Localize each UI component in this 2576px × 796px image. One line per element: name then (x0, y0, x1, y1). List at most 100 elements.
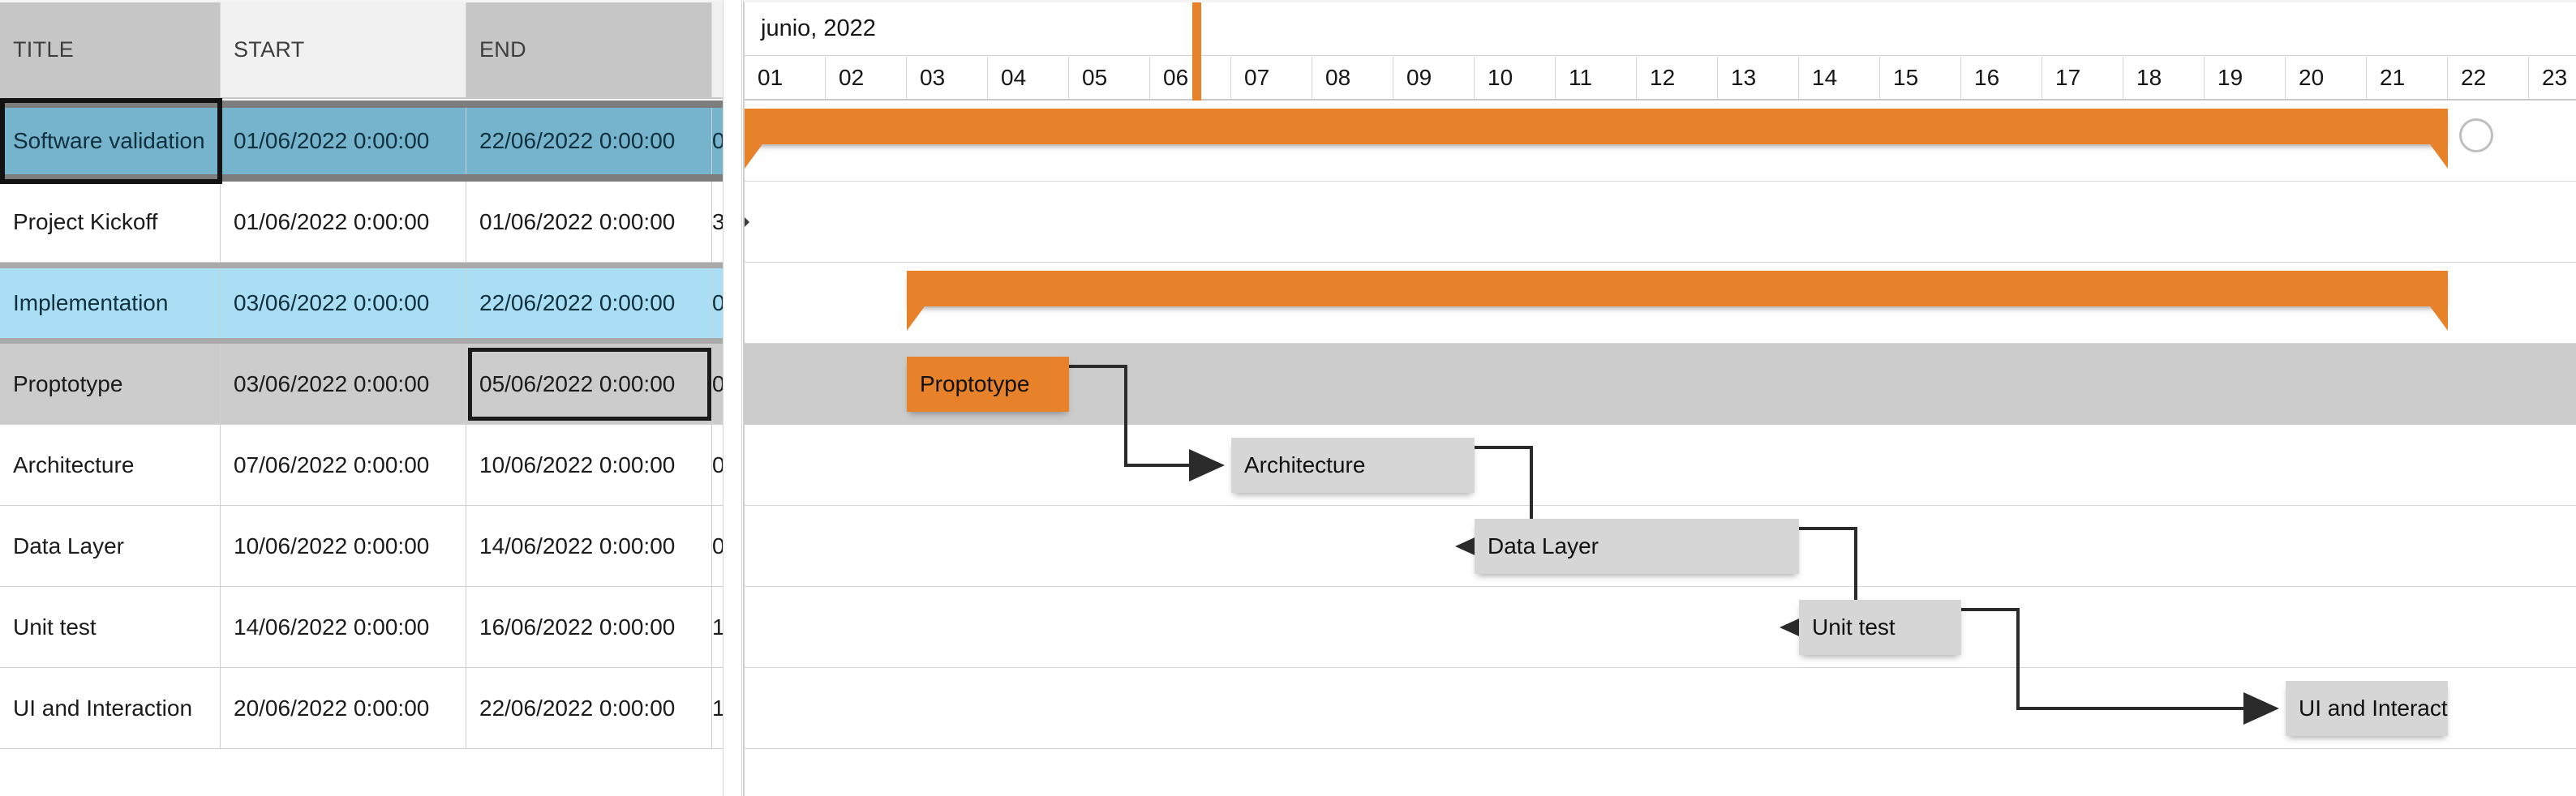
timeline-day-01: 01 (745, 57, 826, 99)
cell-start[interactable]: 07/06/2022 0:00:00 (221, 425, 466, 506)
timeline-day-05: 05 (1069, 57, 1150, 99)
timeline-day-06: 06 (1150, 57, 1231, 99)
cell-title[interactable]: Implementation (0, 263, 221, 344)
gantt-row[interactable] (745, 182, 2576, 263)
column-header-duration[interactable] (712, 2, 723, 97)
cell-end[interactable]: 22/06/2022 0:00:00 (466, 101, 712, 182)
timeline-day-04: 04 (988, 57, 1069, 99)
cell-duration[interactable]: 0 (712, 101, 723, 182)
timeline-day-23: 23 (2529, 57, 2576, 99)
summary-bar-right-cap (2430, 144, 2448, 169)
task-bar-architecture[interactable]: Architecture (1231, 438, 1475, 493)
cell-start[interactable]: 10/06/2022 0:00:00 (221, 506, 466, 587)
gantt-row[interactable]: UI and Interaction (745, 668, 2576, 749)
summary-bar-body (907, 271, 2448, 306)
cell-title[interactable]: Data Layer (0, 506, 221, 587)
cell-end[interactable]: 22/06/2022 0:00:00 (466, 263, 712, 344)
timeline-day-11: 11 (1556, 57, 1637, 99)
task-bar-proptotype[interactable]: Proptotype (907, 357, 1069, 412)
gantt-row[interactable] (745, 263, 2576, 344)
cell-title[interactable]: Project Kickoff (0, 182, 221, 263)
task-bar-label: Architecture (1244, 452, 1366, 477)
cell-duration[interactable]: 3 (712, 182, 723, 263)
gantt-row[interactable]: Unit test (745, 587, 2576, 668)
cell-duration[interactable]: 0 (712, 506, 723, 587)
timeline-day-02: 02 (826, 57, 907, 99)
gantt-empty-area (745, 749, 2576, 796)
timeline-day-03: 03 (907, 57, 988, 99)
timeline-day-22: 22 (2448, 57, 2529, 99)
summary-bar-left-cap (745, 144, 762, 169)
timeline-day-08: 08 (1312, 57, 1393, 99)
summary-bar-software-validation[interactable] (745, 109, 2448, 169)
timeline-day-16: 16 (1961, 57, 2042, 99)
cell-title[interactable]: UI and Interaction (0, 668, 221, 749)
cell-end[interactable]: 01/06/2022 0:00:00 (466, 182, 712, 263)
cell-end[interactable]: 16/06/2022 0:00:00 (466, 587, 712, 668)
task-bar-label: Unit test (1812, 614, 1896, 640)
column-header-start[interactable]: START (221, 2, 466, 97)
timeline-day-14: 14 (1799, 57, 1880, 99)
grid-header-row: TITLE START END (0, 2, 723, 99)
cell-start[interactable]: 01/06/2022 0:00:00 (221, 101, 466, 182)
column-header-start-label: START (234, 37, 305, 62)
cell-duration[interactable]: 1 (712, 587, 723, 668)
timeline-day-17: 17 (2042, 57, 2123, 99)
column-header-end[interactable]: END (466, 2, 712, 97)
task-bar-data-layer[interactable]: Data Layer (1475, 519, 1799, 574)
cell-title[interactable]: Architecture (0, 425, 221, 506)
cell-end[interactable]: 22/06/2022 0:00:00 (466, 668, 712, 749)
cell-end[interactable]: 05/06/2022 0:00:00 (466, 344, 712, 425)
task-bar-label: Data Layer (1488, 533, 1599, 558)
gantt-row[interactable]: Architecture (745, 425, 2576, 506)
milestone-marker-project-kickoff[interactable] (745, 198, 749, 246)
task-bar-label: UI and Interaction (2299, 695, 2448, 721)
gantt-row[interactable]: Proptotype (745, 344, 2576, 425)
gantt-row[interactable]: Data Layer (745, 506, 2576, 587)
today-marker-line (1192, 2, 1201, 101)
timeline-day-19: 19 (2205, 57, 2286, 99)
cell-start[interactable]: 03/06/2022 0:00:00 (221, 263, 466, 344)
column-header-title[interactable]: TITLE (0, 2, 221, 97)
task-bar-unit-test[interactable]: Unit test (1799, 600, 1961, 655)
cell-start[interactable]: 14/06/2022 0:00:00 (221, 587, 466, 668)
cell-duration[interactable]: 0 (712, 344, 723, 425)
cell-end[interactable]: 10/06/2022 0:00:00 (466, 425, 712, 506)
column-header-end-label: END (479, 37, 526, 62)
panel-splitter[interactable] (723, 0, 742, 796)
cell-end[interactable]: 14/06/2022 0:00:00 (466, 506, 712, 587)
cell-duration[interactable]: 1 (712, 668, 723, 749)
cell-start[interactable]: 03/06/2022 0:00:00 (221, 344, 466, 425)
timeline-day-13: 13 (1718, 57, 1799, 99)
cell-title[interactable]: Proptotype (0, 344, 221, 425)
cell-title[interactable]: Software validation (0, 101, 221, 182)
summary-bar-resize-handle[interactable] (2459, 118, 2493, 152)
timeline-day-10: 10 (1475, 57, 1556, 99)
gantt-row[interactable] (745, 101, 2576, 182)
cell-duration[interactable]: 0 (712, 263, 723, 344)
summary-bar-implementation[interactable] (907, 271, 2448, 331)
timeline-day-18: 18 (2123, 57, 2205, 99)
cell-start[interactable]: 01/06/2022 0:00:00 (221, 182, 466, 263)
task-bar-ui-and-interaction[interactable]: UI and Interaction (2286, 681, 2448, 736)
cell-title[interactable]: Unit test (0, 587, 221, 668)
cell-duration[interactable]: 0 (712, 425, 723, 506)
timeline-month-label: junio, 2022 (761, 15, 876, 41)
timeline-day-12: 12 (1637, 57, 1718, 99)
summary-bar-right-cap (2430, 306, 2448, 331)
cell-start[interactable]: 20/06/2022 0:00:00 (221, 668, 466, 749)
